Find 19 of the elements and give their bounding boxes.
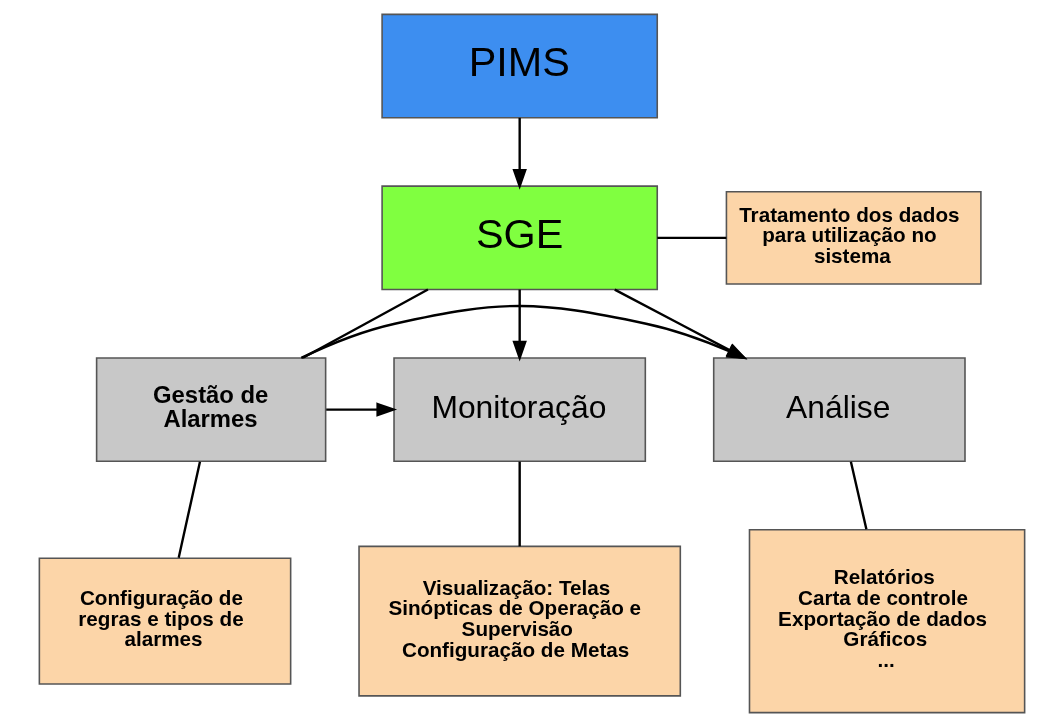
node-box: Gestão de Alarmes	[95, 357, 326, 463]
arrow	[300, 304, 747, 360]
arrow	[511, 117, 527, 190]
connector	[849, 461, 868, 530]
node-box: PIMS	[380, 13, 658, 119]
arrow	[511, 289, 527, 362]
connector	[656, 236, 726, 240]
node-box: Monitoração	[392, 357, 646, 463]
connector	[177, 461, 201, 558]
arrow	[613, 288, 747, 360]
node-box: Relatórios Carta de controle Exportação de dados Gráficos ...	[748, 528, 1025, 714]
arrow	[325, 402, 397, 417]
node-box: SGE	[380, 185, 658, 291]
connector	[301, 288, 428, 359]
node-box: Tratamento dos dados para utilização no sistema	[725, 190, 982, 285]
connector	[517, 461, 521, 547]
node-box: Configuração de regras e tipos de alarmes	[38, 557, 291, 685]
node-box: Visualização: Telas Sinópticas de Operação e Supervisão Configuração de Metas	[357, 545, 681, 697]
node-box: Análise	[712, 357, 966, 463]
